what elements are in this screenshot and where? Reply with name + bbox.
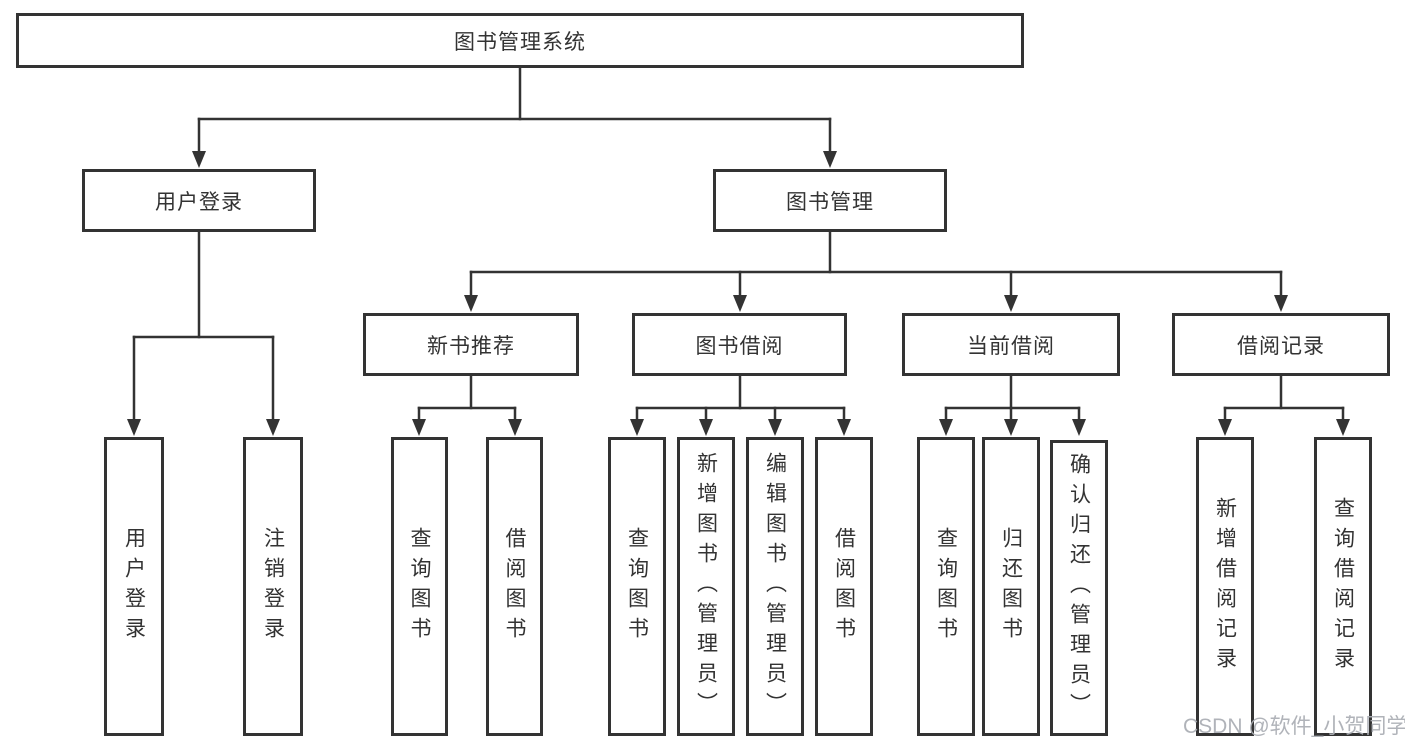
node-new-book-recommend: 新书推荐 bbox=[363, 313, 579, 376]
leaf-user-login: 用户登录 bbox=[104, 437, 164, 736]
leaf-query-books-current-label: 查询图书 bbox=[934, 526, 958, 647]
leaf-logout: 注销登录 bbox=[243, 437, 303, 736]
leaf-borrow-books-label: 借阅图书 bbox=[832, 526, 856, 647]
node-book-borrow: 图书借阅 bbox=[632, 313, 847, 376]
arrowhead-down-icon bbox=[823, 151, 837, 168]
arrowhead-down-icon bbox=[939, 419, 953, 436]
node-root: 图书管理系统 bbox=[16, 13, 1024, 68]
arrowhead-down-icon bbox=[1336, 419, 1350, 436]
node-current-borrow-label: 当前借阅 bbox=[967, 334, 1055, 358]
leaf-borrow-books-recommend-label: 借阅图书 bbox=[503, 526, 526, 647]
arrowhead-down-icon bbox=[508, 419, 522, 436]
arrowhead-down-icon bbox=[1004, 419, 1018, 436]
arrowhead-down-icon bbox=[412, 419, 426, 436]
arrowhead-down-icon bbox=[837, 419, 851, 436]
leaf-query-books-recommend: 查询图书 bbox=[391, 437, 448, 736]
leaf-confirm-return-admin: 确认归还（管理员） bbox=[1050, 440, 1108, 736]
leaf-borrow-books: 借阅图书 bbox=[815, 437, 873, 736]
leaf-confirm-return-admin-label: 确认归还（管理员） bbox=[1067, 453, 1091, 723]
node-borrow-records: 借阅记录 bbox=[1172, 313, 1390, 376]
node-current-borrow: 当前借阅 bbox=[902, 313, 1120, 376]
leaf-edit-book-admin: 编辑图书（管理员） bbox=[746, 437, 804, 736]
leaf-return-book-label: 归还图书 bbox=[999, 526, 1023, 647]
arrowhead-down-icon bbox=[733, 295, 747, 312]
arrowhead-down-icon bbox=[266, 419, 280, 436]
leaf-query-books-borrow-label: 查询图书 bbox=[625, 526, 649, 647]
arrowhead-down-icon bbox=[1072, 419, 1086, 436]
arrowhead-down-icon bbox=[630, 419, 644, 436]
arrowhead-down-icon bbox=[192, 151, 206, 168]
node-book-borrow-label: 图书借阅 bbox=[695, 334, 784, 358]
arrowhead-down-icon bbox=[127, 419, 141, 436]
leaf-query-borrow-record: 查询借阅记录 bbox=[1314, 437, 1372, 736]
leaf-logout-label: 注销登录 bbox=[261, 526, 285, 647]
leaf-query-books-recommend-label: 查询图书 bbox=[408, 526, 431, 647]
leaf-query-books-current: 查询图书 bbox=[917, 437, 975, 736]
arrowhead-down-icon bbox=[1274, 295, 1288, 312]
arrowhead-down-icon bbox=[1004, 295, 1018, 312]
arrowhead-down-icon bbox=[768, 419, 782, 436]
csdn-watermark: CSDN @软件_小贺同学 bbox=[1183, 715, 1405, 738]
leaf-query-borrow-record-label: 查询借阅记录 bbox=[1331, 496, 1355, 677]
node-borrow-records-label: 借阅记录 bbox=[1237, 334, 1325, 358]
arrowhead-down-icon bbox=[699, 419, 713, 436]
leaf-return-book: 归还图书 bbox=[982, 437, 1040, 736]
node-book-management-label: 图书管理 bbox=[786, 190, 874, 214]
leaf-edit-book-admin-label: 编辑图书（管理员） bbox=[763, 451, 787, 722]
node-user-login-label: 用户登录 bbox=[155, 190, 243, 214]
leaf-add-borrow-record: 新增借阅记录 bbox=[1196, 437, 1254, 736]
leaf-add-book-admin-label: 新增图书（管理员） bbox=[694, 451, 718, 722]
node-user-login: 用户登录 bbox=[82, 169, 316, 232]
leaf-user-login-label: 用户登录 bbox=[122, 526, 146, 647]
leaf-borrow-books-recommend: 借阅图书 bbox=[486, 437, 543, 736]
node-new-book-recommend-label: 新书推荐 bbox=[427, 334, 515, 358]
arrowhead-down-icon bbox=[464, 295, 478, 312]
leaf-add-borrow-record-label: 新增借阅记录 bbox=[1213, 496, 1237, 677]
leaf-add-book-admin: 新增图书（管理员） bbox=[677, 437, 735, 736]
node-book-management: 图书管理 bbox=[713, 169, 947, 232]
arrowhead-down-icon bbox=[1218, 419, 1232, 436]
node-root-label: 图书管理系统 bbox=[454, 30, 586, 54]
leaf-query-books-borrow: 查询图书 bbox=[608, 437, 666, 736]
